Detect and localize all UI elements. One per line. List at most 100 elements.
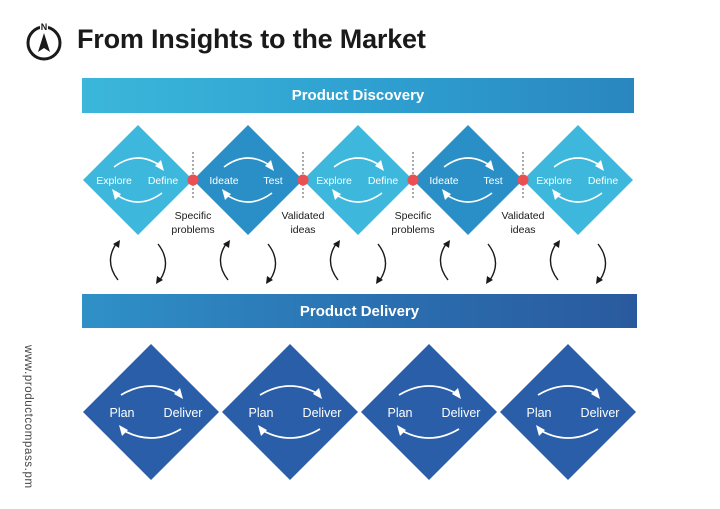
diamond-shape: [222, 344, 358, 480]
diamond-shape: [83, 344, 219, 480]
diamond-label: Plan: [248, 406, 273, 420]
arrowhead-icon: [266, 276, 273, 284]
delivery-diamond: Plan Deliver: [361, 344, 497, 480]
product-delivery-banner: Product Delivery: [82, 294, 637, 328]
arrowhead-icon: [258, 425, 267, 436]
milestone-dot: [297, 174, 309, 186]
down-arrow-icon: [487, 243, 497, 281]
diamond-label: Explore: [536, 175, 572, 187]
diamond-label: Deliver: [442, 406, 481, 420]
cycle-arrow-top-icon: [259, 385, 321, 396]
arrowhead-icon: [313, 388, 322, 399]
page-title: From Insights to the Market: [77, 24, 426, 54]
arrowhead-icon: [452, 388, 461, 399]
diamond-label: Deliver: [581, 406, 620, 420]
milestone-caption: ideas: [290, 224, 315, 236]
diamond-shape: [303, 125, 413, 235]
discovery-diamond: Explore Define: [523, 125, 633, 284]
arrowhead-icon: [443, 240, 450, 248]
arrowhead-icon: [113, 240, 120, 248]
down-arrow-icon: [597, 243, 607, 281]
arrowhead-icon: [591, 388, 600, 399]
diamond-label: Deliver: [303, 406, 342, 420]
milestone-caption: ideas: [510, 224, 535, 236]
diamond-shape: [193, 125, 303, 235]
cycle-arrow-top-icon: [120, 385, 182, 396]
milestone-caption: Specific: [395, 210, 432, 222]
discovery-diamond: Ideate Test: [193, 125, 303, 284]
milestone-dot: [407, 174, 419, 186]
up-arrow-icon: [439, 243, 449, 281]
milestone-caption: problems: [391, 224, 434, 236]
diamond-shape: [413, 125, 523, 235]
diamond-label: Plan: [109, 406, 134, 420]
delivery-diamond: Plan Deliver: [500, 344, 636, 480]
diamond-label: Define: [368, 175, 399, 187]
diamond-label: Ideate: [209, 175, 238, 187]
arrowhead-icon: [442, 189, 451, 200]
svg-text:N: N: [41, 22, 48, 32]
milestone-caption: Validated: [501, 210, 544, 222]
delivery-diamond: Plan Deliver: [83, 344, 219, 480]
arrowhead-icon: [486, 276, 493, 284]
discovery-diamond: Explore Define: [83, 125, 193, 284]
cycle-arrow-bottom-icon: [537, 428, 599, 439]
diamond-label: Define: [588, 175, 619, 187]
arrowhead-icon: [375, 160, 384, 171]
arrowhead-icon: [596, 276, 603, 284]
diamond-shape: [83, 125, 193, 235]
cycle-arrow-top-icon: [398, 385, 460, 396]
compass-logo-icon: N: [26, 22, 62, 61]
arrowhead-icon: [536, 425, 545, 436]
delivery-diamond: Plan Deliver: [222, 344, 358, 480]
cycle-arrow-top-icon: [537, 385, 599, 396]
arrowhead-icon: [155, 160, 164, 171]
arrowhead-icon: [222, 189, 231, 200]
diamond-label: Plan: [526, 406, 551, 420]
arrowhead-icon: [156, 276, 163, 284]
diamond-label: Explore: [316, 175, 352, 187]
arrowhead-icon: [376, 276, 383, 284]
milestone-caption: Specific: [175, 210, 212, 222]
arrowhead-icon: [552, 189, 561, 200]
arrowhead-icon: [485, 160, 494, 171]
arrowhead-icon: [265, 160, 274, 171]
diamond-shape: [361, 344, 497, 480]
milestone-caption: problems: [171, 224, 214, 236]
arrowhead-icon: [595, 160, 604, 171]
diamond-label: Plan: [387, 406, 412, 420]
cycle-arrow-bottom-icon: [259, 428, 321, 439]
diamond-label: Deliver: [164, 406, 203, 420]
diamond-shape: [500, 344, 636, 480]
cycle-arrow-bottom-icon: [398, 428, 460, 439]
milestone-dot: [517, 174, 529, 186]
arrowhead-icon: [397, 425, 406, 436]
discovery-diamond: Ideate Test: [413, 125, 523, 284]
arrowhead-icon: [553, 240, 560, 248]
milestone-dot: [187, 174, 199, 186]
diamond-label: Ideate: [429, 175, 458, 187]
diamond-label: Explore: [96, 175, 132, 187]
diamond-label: Test: [483, 175, 502, 187]
up-arrow-icon: [329, 243, 339, 281]
diamond-label: Define: [148, 175, 179, 187]
arrowhead-icon: [112, 189, 121, 200]
up-arrow-icon: [219, 243, 229, 281]
arrowhead-icon: [332, 189, 341, 200]
product-discovery-banner: Product Discovery: [82, 78, 634, 113]
up-arrow-icon: [109, 243, 119, 281]
down-arrow-icon: [157, 243, 167, 281]
cycle-arrow-bottom-icon: [120, 428, 182, 439]
diamond-shape: [523, 125, 633, 235]
milestone-caption: Validated: [281, 210, 324, 222]
arrowhead-icon: [333, 240, 340, 248]
down-arrow-icon: [377, 243, 387, 281]
down-arrow-icon: [267, 243, 277, 281]
up-arrow-icon: [549, 243, 559, 281]
arrowhead-icon: [223, 240, 230, 248]
discovery-diamond: Explore Define: [303, 125, 413, 284]
arrowhead-icon: [174, 388, 183, 399]
diamond-label: Test: [263, 175, 282, 187]
arrowhead-icon: [119, 425, 128, 436]
